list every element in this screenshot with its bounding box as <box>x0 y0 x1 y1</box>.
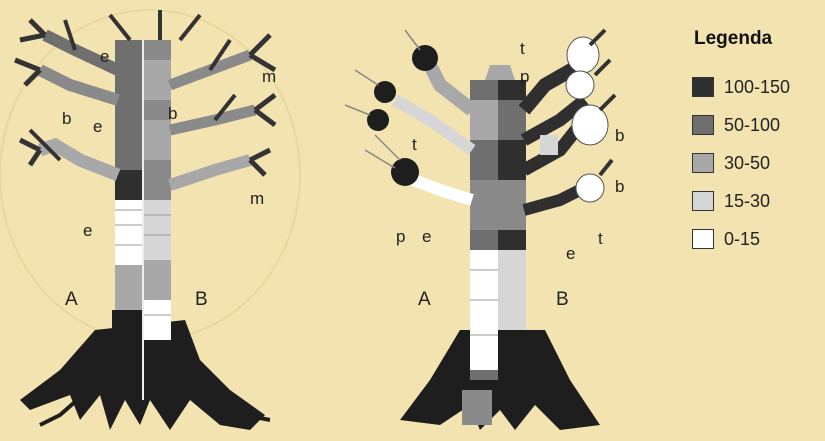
label-p: p <box>520 68 529 85</box>
legend: Legenda 100-150 50-100 30-50 15-30 0-15 <box>690 28 820 258</box>
label-m: m <box>250 190 264 207</box>
label-b: b <box>168 105 177 122</box>
label-t: t <box>598 230 603 247</box>
label-e: e <box>83 222 92 239</box>
legend-item: 100-150 <box>690 68 820 106</box>
label-b: b <box>615 178 624 195</box>
label-m: m <box>262 68 276 85</box>
label-b: b <box>615 127 624 144</box>
legend-label: 100-150 <box>724 77 790 98</box>
legend-label: 0-15 <box>724 229 760 250</box>
legend-swatch <box>692 77 714 97</box>
legend-swatch <box>692 153 714 173</box>
label-b: b <box>62 110 71 127</box>
label-e: e <box>93 118 102 135</box>
legend-item: 0-15 <box>690 220 820 258</box>
legend-swatch <box>692 191 714 211</box>
label-e: e <box>566 245 575 262</box>
legend-label: 50-100 <box>724 115 780 136</box>
label-p: p <box>396 228 405 245</box>
label-t: t <box>520 40 525 57</box>
tree-1 <box>15 10 275 430</box>
tree-1-side-a: A <box>65 290 78 309</box>
legend-label: 30-50 <box>724 153 770 174</box>
legend-item: 15-30 <box>690 182 820 220</box>
legend-item: 50-100 <box>690 106 820 144</box>
label-t: t <box>412 136 417 153</box>
label-e: e <box>100 48 109 65</box>
legend-swatch <box>692 229 714 249</box>
legend-title: Legenda <box>694 28 820 50</box>
tree-1-side-b: B <box>195 290 208 309</box>
legend-label: 15-30 <box>724 191 770 212</box>
legend-swatch <box>692 115 714 135</box>
tree-2 <box>345 30 615 430</box>
label-e: e <box>422 228 431 245</box>
legend-items: 100-150 50-100 30-50 15-30 0-15 <box>690 68 820 258</box>
tree-2-side-b: B <box>556 290 569 309</box>
legend-item: 30-50 <box>690 144 820 182</box>
tree-2-side-a: A <box>418 290 431 309</box>
